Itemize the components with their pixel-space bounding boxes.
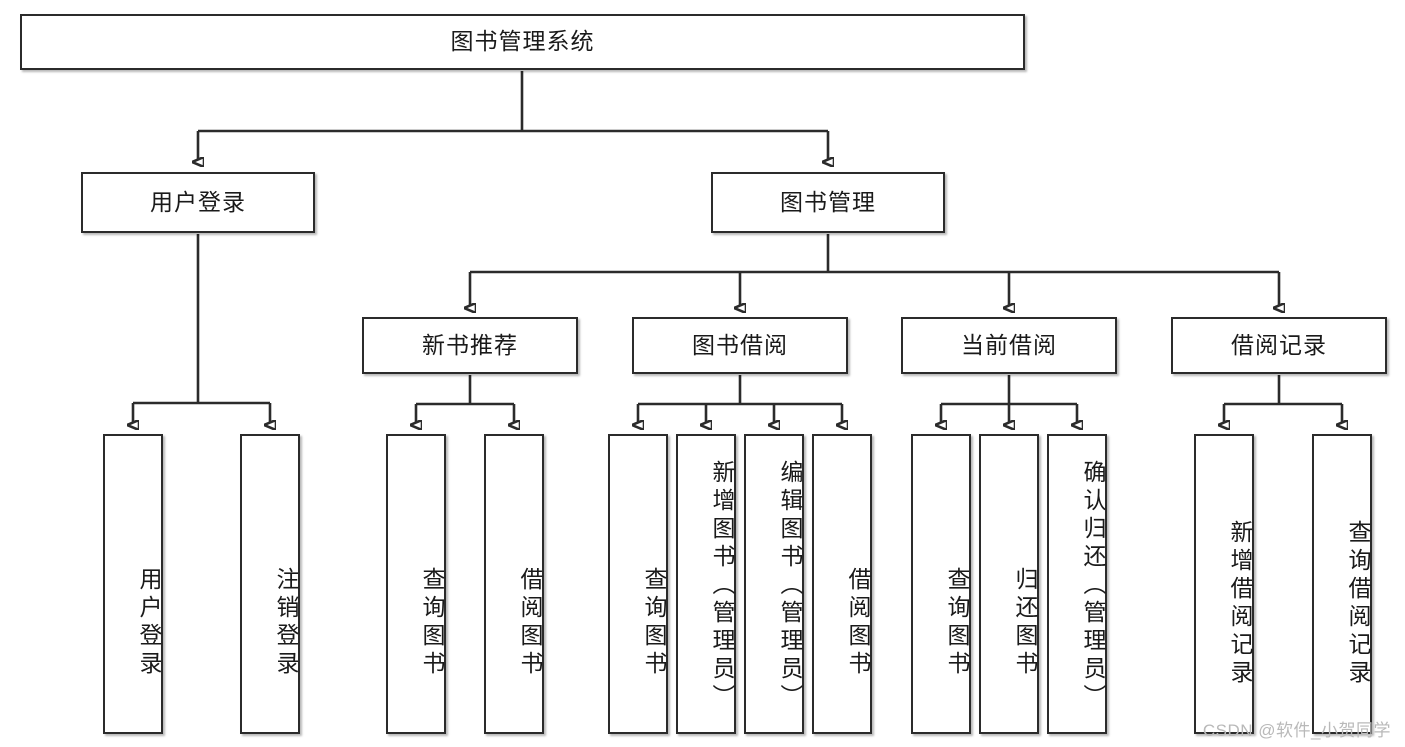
leaf-borrow-book[interactable]: 借阅图书 (812, 434, 872, 734)
leaf-logout[interactable]: 注销登录 (240, 434, 300, 734)
leaf-add-borrow-record[interactable]: 新增借阅记录 (1194, 434, 1254, 734)
node-label: 借阅记录 (1231, 331, 1327, 358)
leaf-user-login[interactable]: 用户登录 (103, 434, 163, 734)
node-label: 确认归还（管理员） (1080, 460, 1106, 712)
leaf-return-book[interactable]: 归还图书 (979, 434, 1039, 734)
node-label: 新书推荐 (422, 331, 518, 358)
watermark-text: CSDN @软件_小贺同学 (1202, 721, 1391, 740)
leaf-confirm-return-admin[interactable]: 确认归还（管理员） (1047, 434, 1107, 734)
node-label: 用户登录 (136, 567, 162, 679)
node-label: 借阅图书 (845, 567, 871, 679)
node-label: 图书管理 (780, 188, 876, 215)
node-current-borrow[interactable]: 当前借阅 (901, 317, 1117, 374)
node-root-system[interactable]: 图书管理系统 (20, 14, 1025, 70)
node-label: 图书借阅 (692, 331, 788, 358)
node-label: 查询借阅记录 (1345, 520, 1371, 688)
node-label: 用户登录 (150, 188, 246, 215)
node-label: 新增图书（管理员） (709, 460, 735, 712)
node-label: 归还图书 (1012, 567, 1038, 679)
node-label: 注销登录 (273, 567, 299, 679)
node-label: 当前借阅 (961, 331, 1057, 358)
leaf-query-book-current[interactable]: 查询图书 (911, 434, 971, 734)
node-user-login[interactable]: 用户登录 (81, 172, 315, 233)
node-label: 查询图书 (419, 567, 445, 679)
leaf-query-book-borrow[interactable]: 查询图书 (608, 434, 668, 734)
leaf-edit-book-admin[interactable]: 编辑图书（管理员） (744, 434, 804, 734)
leaf-query-borrow-record[interactable]: 查询借阅记录 (1312, 434, 1372, 734)
leaf-add-book-admin[interactable]: 新增图书（管理员） (676, 434, 736, 734)
node-label: 查询图书 (641, 567, 667, 679)
leaf-borrow-book-recommend[interactable]: 借阅图书 (484, 434, 544, 734)
node-label: 借阅图书 (517, 567, 543, 679)
node-label: 查询图书 (944, 567, 970, 679)
node-new-book-recommend[interactable]: 新书推荐 (362, 317, 578, 374)
node-label: 新增借阅记录 (1227, 520, 1253, 688)
node-label: 图书管理系统 (450, 28, 595, 55)
node-book-management[interactable]: 图书管理 (711, 172, 945, 233)
node-borrow-record[interactable]: 借阅记录 (1171, 317, 1387, 374)
node-book-borrow[interactable]: 图书借阅 (632, 317, 848, 374)
leaf-query-book-recommend[interactable]: 查询图书 (386, 434, 446, 734)
node-label: 编辑图书（管理员） (777, 460, 803, 712)
